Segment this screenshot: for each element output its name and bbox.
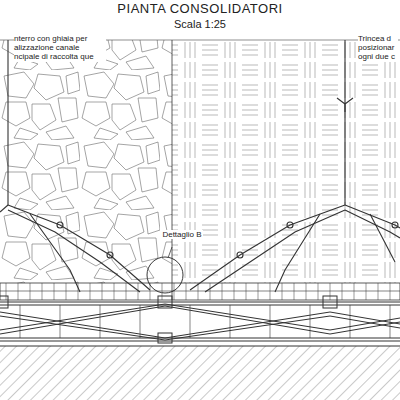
detail-callout: Dettaglio B [161, 230, 202, 239]
drawing-title: PIANTA CONSOLIDATORI [0, 2, 400, 17]
scale-note: Scala 1:25 [150, 18, 250, 31]
trench-note: Trincea d posizionar ogni due c [358, 34, 398, 62]
drainage-note: nterro con ghiaia per alizzazione canale… [14, 34, 106, 62]
